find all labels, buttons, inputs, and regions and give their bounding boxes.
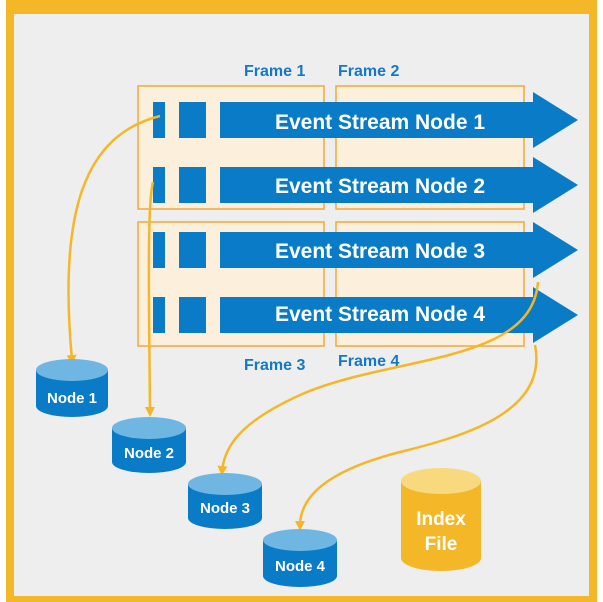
stream-4-arrow — [220, 287, 578, 343]
stream-4-block-b — [179, 297, 206, 333]
index-file-label-line1: Index — [416, 509, 466, 530]
node-1-label: Node 1 — [47, 390, 97, 407]
stream-1-block-a — [153, 102, 165, 138]
node-3-top — [188, 473, 262, 495]
connector-stream-4-to-node-4 — [295, 344, 538, 531]
connector-stream-1-to-node-1 — [66, 114, 161, 365]
index-file-label-line2: File — [425, 534, 458, 555]
node-4-label: Node 4 — [275, 558, 326, 575]
connector-stream-3-to-node-3 — [217, 281, 540, 476]
node-4-top — [263, 529, 337, 551]
node-1-cylinder: Node 1 — [36, 359, 108, 417]
node-1-body — [36, 370, 108, 417]
stream-3-block-b — [179, 232, 206, 268]
node-1-top — [36, 359, 108, 381]
stream-2-block-a — [153, 167, 165, 203]
node-2-cylinder: Node 2 — [112, 417, 186, 473]
node-3-label: Node 3 — [200, 500, 250, 517]
index-file-cylinder: Index File — [401, 468, 481, 571]
node-2-top — [112, 417, 186, 439]
stream-4-label: Event Stream Node 4 — [275, 303, 485, 326]
frame-4-label: Frame 4 — [338, 353, 399, 370]
event-stream-1: Event Stream Node 1 — [153, 92, 578, 148]
stream-2-block-b — [179, 167, 206, 203]
index-file-top — [401, 468, 481, 494]
node-2-body — [112, 428, 186, 473]
node-3-body — [188, 484, 262, 529]
stream-4-block-a — [153, 297, 165, 333]
event-stream-3: Event Stream Node 3 — [153, 222, 578, 278]
stream-3-block-a — [153, 232, 165, 268]
stream-1-arrow — [220, 92, 578, 148]
event-stream-2: Event Stream Node 2 — [153, 157, 578, 213]
stream-3-arrow — [220, 222, 578, 278]
frame-2-label: Frame 2 — [338, 63, 399, 80]
node-4-body — [263, 540, 337, 587]
stream-3-label: Event Stream Node 3 — [275, 240, 485, 263]
frame-3-label: Frame 3 — [244, 357, 305, 374]
connector-stream-2-to-node-2 — [144, 181, 155, 417]
node-3-cylinder: Node 3 — [188, 473, 262, 529]
node-4-cylinder: Node 4 — [263, 529, 337, 587]
stream-2-arrow — [220, 157, 578, 213]
stream-1-label: Event Stream Node 1 — [275, 111, 485, 134]
stream-1-block-b — [179, 102, 206, 138]
node-2-label: Node 2 — [124, 445, 174, 462]
frame-1-label: Frame 1 — [244, 63, 305, 80]
event-stream-4: Event Stream Node 4 — [153, 287, 578, 343]
index-file-body — [401, 481, 481, 571]
header-strip — [6, 0, 597, 14]
stream-2-label: Event Stream Node 2 — [275, 175, 485, 198]
